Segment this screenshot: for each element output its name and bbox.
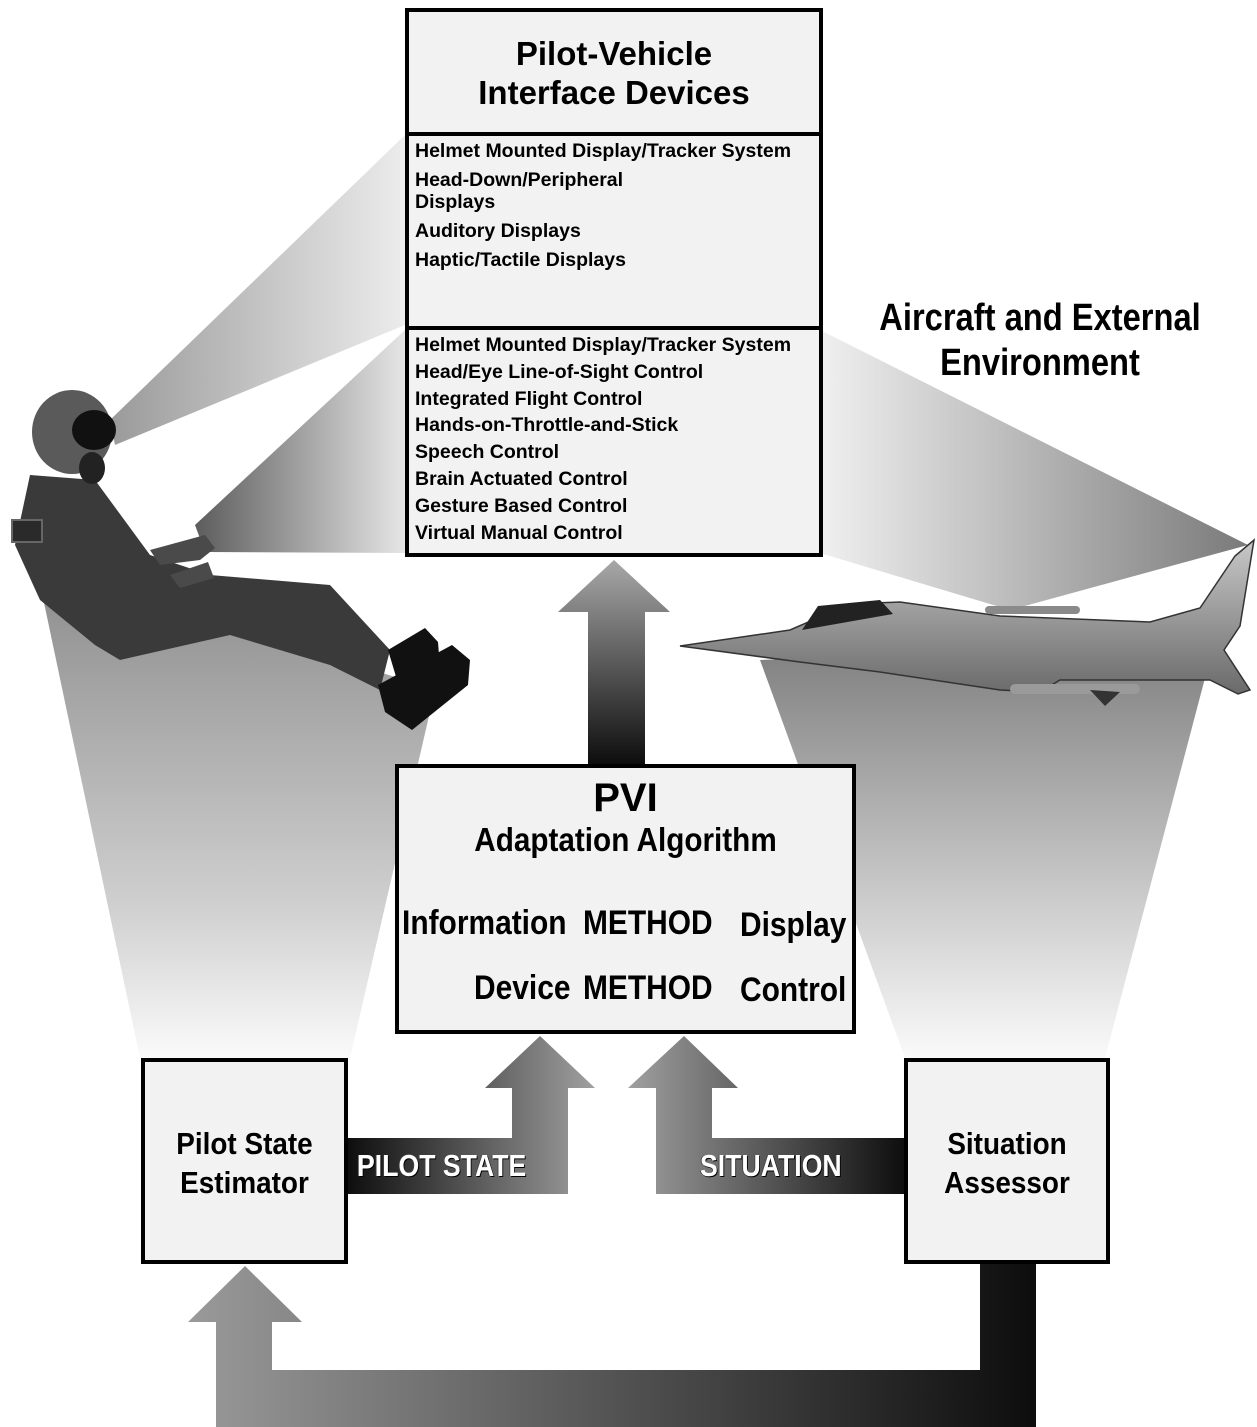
display-devices-section: Helmet Mounted Display/Tracker System He… [409, 136, 819, 330]
display-method-left: Information [402, 904, 567, 942]
environment-label: Aircraft and External Environment [872, 296, 1207, 386]
environment-beam [820, 330, 1248, 610]
situation-assessor-line2: Assessor [944, 1165, 1070, 1200]
environment-label-line1: Aircraft and External [879, 297, 1201, 339]
control-device-item: Virtual Manual Control [415, 521, 623, 544]
control-method-right: Control [740, 971, 847, 1009]
display-device-item: Auditory Displays [415, 220, 581, 242]
environment-label-line2: Environment [940, 342, 1140, 384]
display-method-label: METHOD [583, 904, 713, 942]
pilot-state-estimator-box: Pilot State Estimator [141, 1058, 348, 1264]
control-device-item: Gesture Based Control [415, 494, 628, 517]
pilot-cone [35, 560, 435, 1058]
display-device-item: Head-Down/Peripheral Displays [415, 169, 624, 213]
pilot-state-estimator-line2: Estimator [180, 1165, 309, 1200]
adaptation-algorithm-box: PVI Adaptation Algorithm [395, 764, 856, 1034]
situation-assessor-box: Situation Assessor [904, 1058, 1110, 1264]
control-method-left: Device [474, 969, 571, 1007]
pvi-devices-title-line1: Pilot-Vehicle [515, 35, 713, 72]
pvi-devices-title: Pilot-Vehicle Interface Devices [409, 12, 819, 136]
control-device-item: Helmet Mounted Display/Tracker System [415, 334, 792, 356]
display-beam [110, 135, 405, 445]
situation-flow-label: SITUATION [700, 1148, 842, 1183]
pilot-figure-icon [11, 390, 470, 730]
pilot-state-estimator-line1: Pilot State [176, 1126, 313, 1161]
algorithm-title: PVI [593, 776, 658, 820]
situation-arrow [628, 1036, 906, 1194]
control-device-item: Hands-on-Throttle-and-Stick [415, 414, 679, 437]
pvi-devices-title-line2: Interface Devices [478, 74, 750, 111]
control-device-item: Head/Eye Line-of-Sight Control [415, 360, 704, 383]
display-method-right: Display [740, 906, 847, 944]
pvi-devices-box: Pilot-Vehicle Interface Devices Helmet M… [405, 8, 823, 557]
control-device-item: Speech Control [415, 441, 560, 464]
control-method-label: METHOD [583, 969, 713, 1007]
feedback-loop-arrow [188, 1263, 1036, 1427]
control-device-item: Integrated Flight Control [415, 387, 643, 410]
situation-assessor-line1: Situation [947, 1126, 1067, 1161]
algorithm-subtitle: Adaptation Algorithm [474, 821, 777, 858]
display-device-item: Helmet Mounted Display/Tracker System [415, 140, 792, 162]
aircraft-cone [760, 640, 1215, 1058]
control-beam [195, 330, 405, 553]
control-output-arrow [558, 560, 670, 764]
control-device-item: Brain Actuated Control [415, 467, 628, 490]
pilot-state-flow-label: PILOT STATE [357, 1148, 527, 1183]
control-devices-section: Helmet Mounted Display/Tracker System He… [409, 330, 819, 553]
display-device-item: Haptic/Tactile Displays [415, 249, 626, 271]
fighter-jet-icon [679, 538, 1256, 706]
pilot-state-arrow [346, 1036, 595, 1194]
